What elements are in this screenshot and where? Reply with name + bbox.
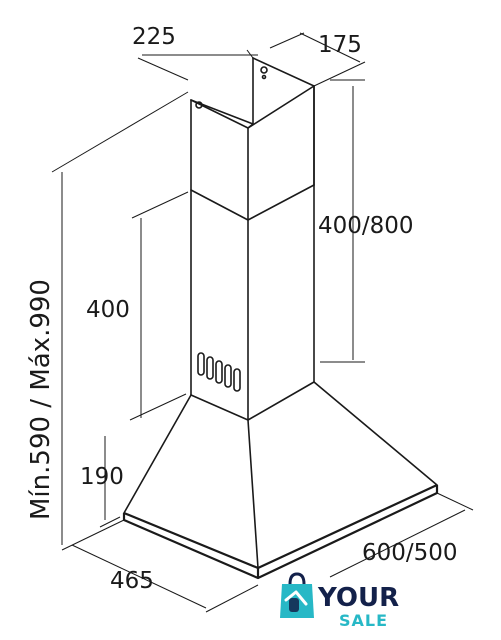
- upper-chimney: [190, 57, 315, 186]
- base-depth-label: 465: [110, 568, 154, 594]
- shopping-bag-icon: [280, 572, 314, 618]
- upper-chimney-label: 400/800: [318, 213, 414, 239]
- yoursale-logo: YOUR SALE: [280, 572, 399, 630]
- top-depth-label: 175: [318, 32, 362, 58]
- top-width-label: 225: [132, 24, 176, 50]
- lower-chimney-label: 400: [86, 297, 130, 323]
- dimension-lines: [51, 32, 474, 613]
- vent-slots: [197, 352, 241, 392]
- total-height-label: Mín.590 / Máx.990: [26, 279, 56, 520]
- logo-line-your: YOUR: [317, 583, 399, 613]
- logo-line-sale: SALE: [339, 611, 388, 630]
- hood-drawing: [122, 57, 439, 580]
- lower-chimney: [190, 85, 315, 421]
- hood-height-label: 190: [80, 464, 124, 490]
- base-width-label: 600/500: [362, 540, 458, 566]
